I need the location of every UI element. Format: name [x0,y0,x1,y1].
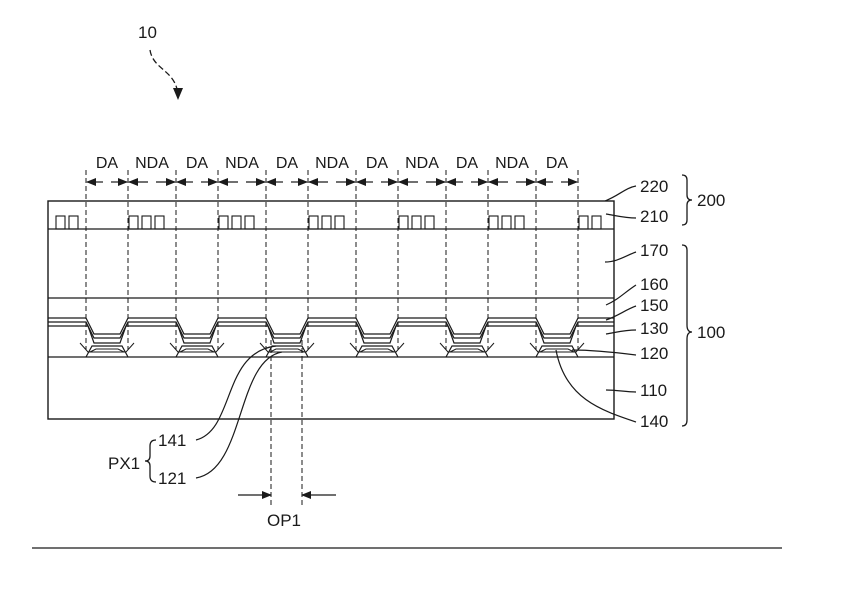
leader-130 [605,329,637,335]
touch-electrode [55,215,66,230]
touch-electrode [488,215,499,230]
leader-110 [605,389,637,393]
label-220: 220 [640,177,668,196]
leader-220 [604,185,637,202]
leader-140 [555,349,637,423]
zone-annotations: DA NDA DA NDA DA NDA DA NDA DA NDA DA [86,155,578,186]
label-200: 200 [697,191,725,210]
touch-electrode [218,215,229,230]
touch-electrode [424,215,435,230]
zone-label: DA [546,155,569,172]
zone-label: NDA [405,155,439,172]
label-120: 120 [640,344,668,363]
label-130: 130 [640,319,668,338]
brace-px1 [144,439,157,483]
label-100: 100 [697,323,725,342]
zone-label: NDA [315,155,349,172]
zone-label: DA [96,155,119,172]
label-140: 140 [640,412,668,431]
touch-electrode [578,215,589,230]
zone-label: DA [366,155,389,172]
touch-electrode [128,215,139,230]
layer-150-inner-profile [48,321,614,339]
device-ref-label: 10 [138,23,157,42]
touch-electrode [68,215,79,230]
zone-label: DA [186,155,209,172]
pixel-define-layers [48,317,614,358]
touch-electrode [334,215,345,230]
pixel-bank-edge [349,342,405,353]
pixel-emission-layer [539,348,575,353]
pixel-bank-edge [439,342,495,353]
touch-electrode [514,215,525,230]
leader-141 [195,345,277,441]
zone-label: DA [276,155,299,172]
label-110: 110 [640,381,667,400]
brace-100 [681,244,693,427]
touch-electrode [321,215,332,230]
leader-160 [605,284,637,306]
label-170: 170 [640,241,668,260]
touch-electrode [308,215,319,230]
device-ref-arrowhead [173,88,183,100]
pixel-bank-edge [529,342,585,353]
label-210: 210 [640,207,668,226]
pixel-emission-layer [269,348,305,353]
pixel-emission-layer [359,348,395,353]
pixel-bank-edge [79,342,135,353]
touch-electrode [411,215,422,230]
label-op1: OP1 [267,511,301,530]
right-leaders [555,185,637,423]
touch-electrode [398,215,409,230]
label-121: 121 [158,469,186,488]
touch-electrode [154,215,165,230]
layer-130-profile [48,325,614,344]
zone-label: NDA [225,155,259,172]
label-141: 141 [158,431,186,450]
layer-150-profile [48,317,614,335]
pixel-bank-edge [169,342,225,353]
touch-electrodes-210 [55,215,602,230]
touch-electrode [501,215,512,230]
pixel-emission-layer [89,348,125,353]
pixel-emission-layer [179,348,215,353]
zone-label: NDA [135,155,169,172]
brace-200 [681,174,693,226]
leader-120 [571,349,637,356]
touch-electrode [231,215,242,230]
zone-label: DA [456,155,479,172]
zone-boundaries [85,170,579,350]
leader-150 [605,305,637,321]
label-160: 160 [640,275,668,294]
touch-electrode [591,215,602,230]
leader-210 [605,213,637,219]
label-150: 150 [640,296,668,315]
touch-electrode [141,215,152,230]
label-px1: PX1 [108,454,140,473]
zone-label: NDA [495,155,529,172]
touch-electrode [244,215,255,230]
leader-170 [604,251,637,263]
panel-outline [47,200,615,420]
pixel-emission-layer [449,348,485,353]
pixel-bank-edge [259,342,315,353]
leader-121 [195,351,283,479]
